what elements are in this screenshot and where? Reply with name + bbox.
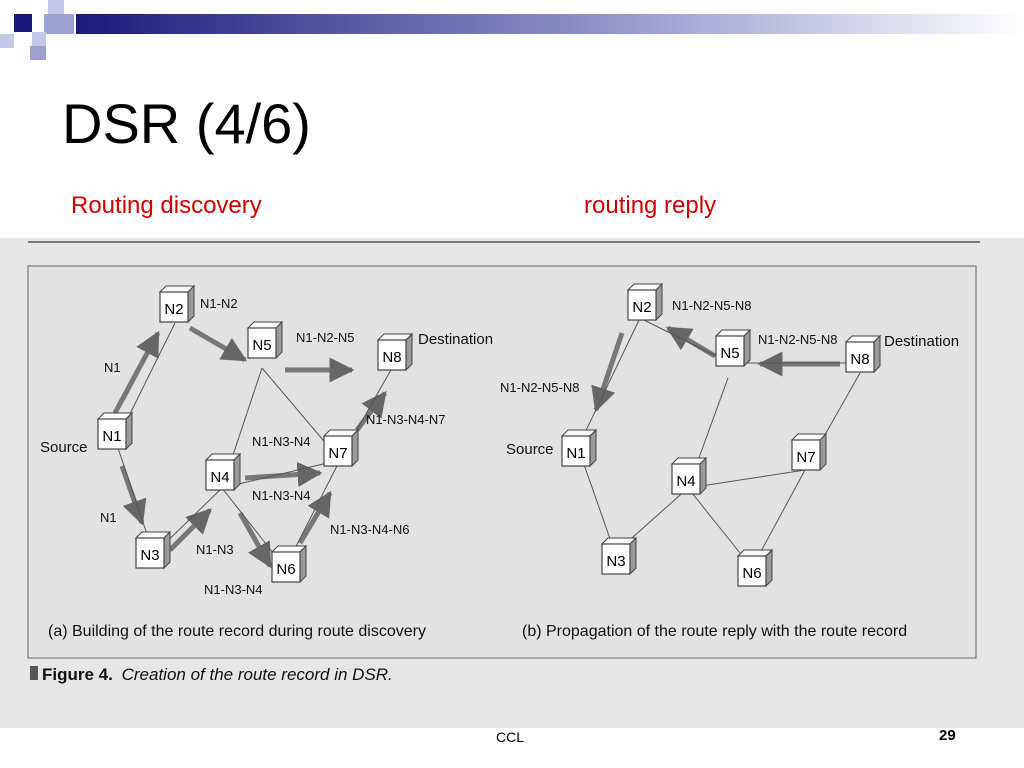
node-a-n1: N1 — [97, 412, 133, 450]
node-label: N6 — [276, 561, 295, 578]
node-label: N3 — [606, 553, 625, 570]
edge-label-a: N1-N2 — [200, 296, 238, 311]
node-label: N8 — [850, 351, 869, 368]
caption-marker — [30, 666, 38, 680]
node-b-n7: N7 — [791, 433, 827, 471]
node-label: N1 — [566, 445, 585, 462]
node-a-n2: N2 — [159, 285, 195, 323]
node-a-n3: N3 — [135, 531, 171, 569]
edge-label-a: N1-N2-N5 — [296, 330, 355, 345]
node-b-n8: N8 — [845, 335, 881, 373]
node-label: N7 — [328, 445, 347, 462]
node-a-n7: N7 — [323, 429, 359, 467]
node-label: N3 — [140, 547, 159, 564]
source-label-b: Source — [506, 441, 554, 458]
destination-label-a: Destination — [418, 331, 493, 348]
node-label: N6 — [742, 565, 761, 582]
node-a-n8: N8 — [377, 333, 413, 371]
node-b-n4: N4 — [671, 457, 707, 495]
figure-caption: Figure 4. Creation of the route record i… — [42, 665, 393, 684]
node-label: N1 — [102, 428, 121, 445]
node-a-n5: N5 — [247, 321, 283, 359]
corner-decoration — [0, 0, 1024, 60]
node-label: N2 — [632, 299, 651, 316]
panel-b: N1 N2 N3 N4 N5 N6 N7 N8 Source Destinati… — [500, 283, 959, 640]
slide-title: DSR (4/6) — [62, 92, 311, 155]
node-label: N7 — [796, 449, 815, 466]
node-label: N8 — [382, 349, 401, 366]
footer-ccl: CCL — [496, 729, 525, 745]
node-b-n1: N1 — [561, 429, 597, 467]
figure-caption-label: Figure 4. — [42, 665, 113, 684]
node-b-n3: N3 — [601, 537, 637, 575]
node-b-n5: N5 — [715, 329, 751, 367]
panel-a-caption: (a) Building of the route record during … — [48, 623, 426, 640]
edge-label-a: N1-N3 — [196, 542, 234, 557]
node-b-n6: N6 — [737, 549, 773, 587]
node-b-n2: N2 — [627, 283, 663, 321]
edge-label-a: N1 — [100, 510, 117, 525]
page-number: 29 — [939, 727, 956, 744]
node-label: N2 — [164, 301, 183, 318]
node-label: N5 — [720, 345, 739, 362]
edge-label-a: N1-N3-N4-N7 — [366, 412, 445, 427]
panel-a: N1 N2 N3 N4 N5 N6 N7 N8 Source Destinati… — [40, 285, 493, 640]
edge-label-a: N1 — [104, 360, 121, 375]
node-a-n6: N6 — [271, 545, 307, 583]
edge-label-b: N1-N2-N5-N8 — [500, 380, 579, 395]
edge-label-a: N1-N3-N4 — [252, 488, 311, 503]
figure-caption-text: Creation of the route record in DSR. — [122, 665, 393, 684]
node-label: N5 — [252, 337, 271, 354]
destination-label-b: Destination — [884, 333, 959, 350]
edge-label-b: N1-N2-N5-N8 — [758, 332, 837, 347]
node-label: N4 — [676, 473, 695, 490]
edge-label-a: N1-N3-N4 — [204, 582, 263, 597]
node-a-n4: N4 — [205, 453, 241, 491]
node-label: N4 — [210, 469, 229, 486]
subtitle-routing-discovery: Routing discovery — [71, 192, 262, 219]
dsr-figure: N1 N2 N3 N4 N5 N6 N7 N8 Source Destinati… — [0, 238, 1024, 728]
edge-label-a: N1-N3-N4-N6 — [330, 522, 409, 537]
edge-label-b: N1-N2-N5-N8 — [672, 298, 751, 313]
panel-b-caption: (b) Propagation of the route reply with … — [522, 623, 907, 640]
subtitle-routing-reply: routing reply — [584, 192, 717, 219]
source-label-a: Source — [40, 439, 88, 456]
edge-label-a: N1-N3-N4 — [252, 434, 311, 449]
